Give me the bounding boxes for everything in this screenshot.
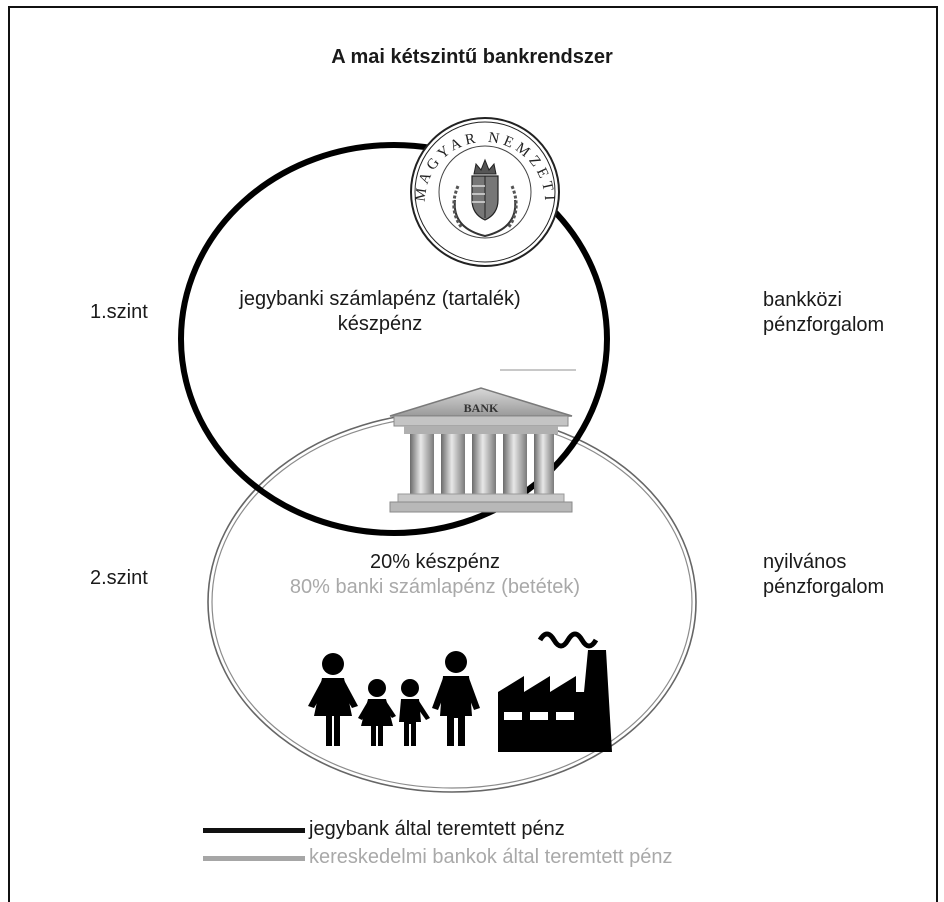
upper-circle [178,142,610,536]
upper-circle-line1: jegybanki számlapénz (tartalék) [239,288,521,310]
svg-text:BANK: BANK [464,401,499,415]
mnb-seal-icon: MAGYAR NEMZETI BANK [0,0,560,267]
public-payments-line2: pénzforgalom [763,576,885,598]
level1-label: 1.szint [90,301,148,323]
public-payments-label: nyilvános pénzforgalom [763,550,884,600]
public-payments-line1: nyilvános [763,551,847,573]
level2-label: 2.szint [90,567,148,589]
page-title: A mai kétszintű bankrendszer [331,46,613,68]
legend-label-commercial-banks: kereskedelmi bankok által teremtett pénz [309,846,673,868]
family-icon [308,651,480,746]
bank-building-icon: BANK [389,387,573,513]
lower-circle-line1: 20% készpénz [369,551,501,573]
legend-label-central-bank: jegybank által teremtett pénz [309,818,565,840]
diagram-frame [8,6,938,902]
lower-circle-text: 20% készpénz 80% banki számlapénz (betét… [200,550,670,600]
interbank-line2: pénzforgalom [763,314,885,336]
interbank-label: bankközi pénzforgalom [763,288,884,338]
upper-circle-line2: készpénz [337,313,423,335]
factory-icon [498,631,612,752]
legend-swatch-grey [203,856,305,861]
lower-circle-line2: 80% banki számlapénz (betétek) [289,576,581,598]
upper-circle-text: jegybanki számlapénz (tartalék) készpénz [200,287,560,337]
legend-swatch-black [203,828,305,833]
interbank-line1: bankközi [763,289,842,311]
